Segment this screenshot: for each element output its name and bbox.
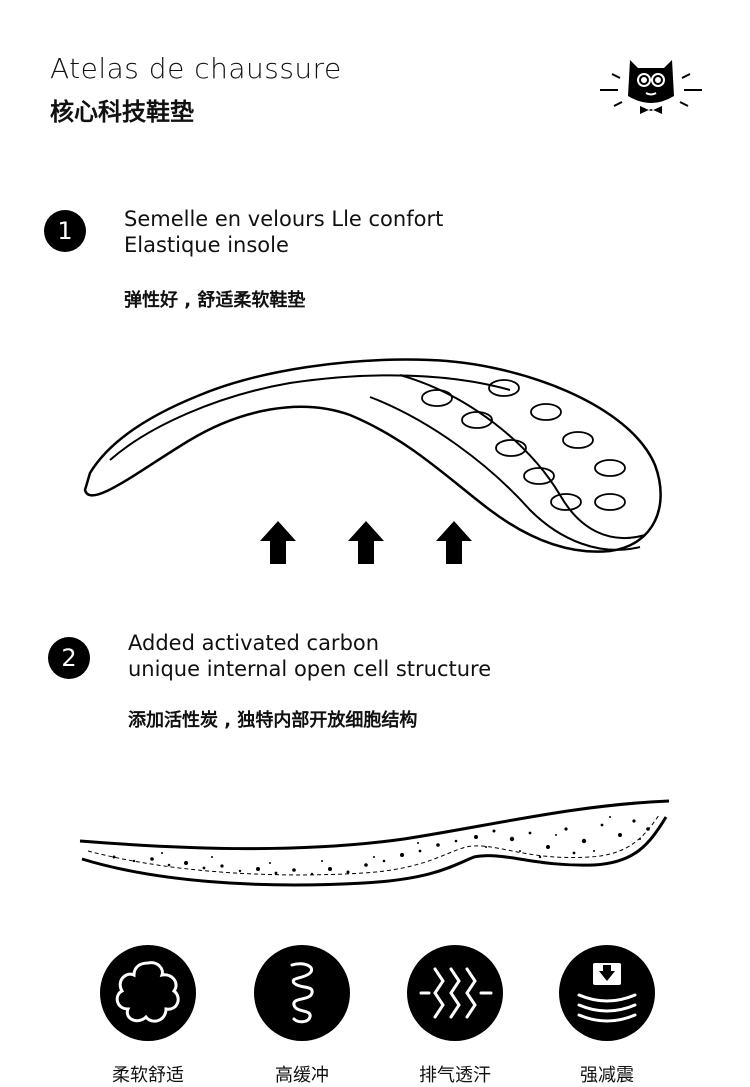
section-1-line2: Elastique insole <box>124 233 289 257</box>
vent-hole <box>461 411 493 429</box>
feature-breathable-label: 排气透汗 <box>419 1065 491 1086</box>
feature-cushion: 高缓冲 <box>227 945 377 1087</box>
up-arrow-icon <box>348 521 384 564</box>
feature-soft-label: 柔软舒适 <box>112 1065 184 1086</box>
section-1-subtitle: 弹性好 , 舒适柔软鞋垫 <box>124 290 306 311</box>
vent-hole <box>523 467 555 485</box>
vent-hole <box>530 403 562 421</box>
shock-absorb-icon <box>577 963 637 1023</box>
feature-breathable-circle <box>407 945 503 1041</box>
step-1-badge: 1 <box>44 210 86 252</box>
section-2-line1: Added activated carbon <box>128 631 380 655</box>
vent-hole <box>594 459 626 477</box>
section-2-line2: unique internal open cell structure <box>128 657 492 681</box>
vent-hole <box>562 431 594 449</box>
feature-shock: 强减震 <box>532 945 682 1087</box>
up-arrow-icon <box>260 521 296 564</box>
cloud-icon <box>115 961 180 1023</box>
owl-cat-logo-icon <box>600 60 702 114</box>
vent-hole <box>550 493 582 511</box>
vent-hole <box>488 379 520 397</box>
vent-hole <box>495 439 527 457</box>
feature-soft: 柔软舒适 <box>73 945 223 1087</box>
page-title-zh: 核心科技鞋垫 <box>50 98 194 126</box>
insole-cross-section <box>79 799 670 887</box>
vent-hole <box>594 493 626 511</box>
feature-soft-circle <box>100 945 196 1041</box>
page-title-en: Atelas de chaussure <box>50 52 342 85</box>
section-2-subtitle: 添加活性炭 , 独特内部开放细胞结构 <box>128 710 418 731</box>
section-1-heading: Semelle en velours Lle confort Elastique… <box>124 206 443 258</box>
feature-cushion-label: 高缓冲 <box>275 1065 329 1086</box>
spring-icon <box>290 962 314 1024</box>
up-arrow-icon <box>436 521 472 564</box>
feature-breathable: 排气透汗 <box>380 945 530 1087</box>
feature-shock-circle <box>559 945 655 1041</box>
carbon-particles <box>112 816 650 876</box>
insole-illustration <box>83 358 662 564</box>
airflow-icon <box>419 967 493 1019</box>
feature-shock-label: 强减震 <box>580 1065 634 1086</box>
section-1-line1: Semelle en velours Lle confort <box>124 207 444 231</box>
section-2-heading: Added activated carbon unique internal o… <box>128 630 491 682</box>
feature-cushion-circle <box>254 945 350 1041</box>
step-2-badge: 2 <box>48 637 90 679</box>
vent-hole <box>421 389 453 407</box>
